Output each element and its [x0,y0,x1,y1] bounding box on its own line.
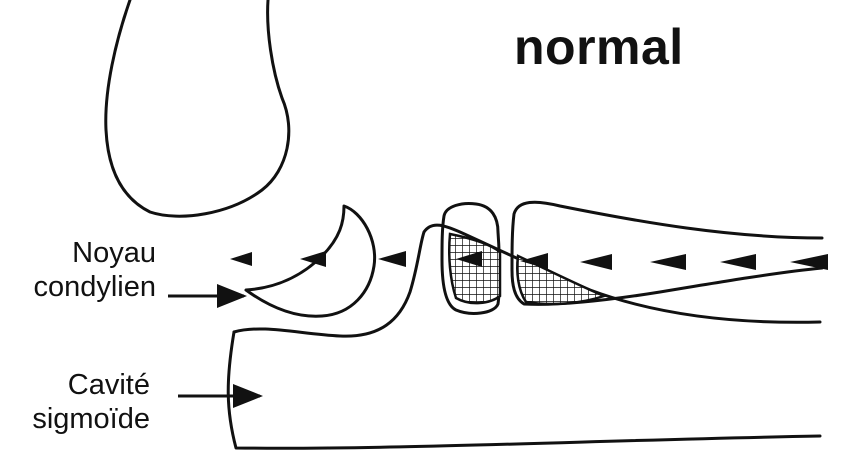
label-noyau-condylien: Noyau condylien [0,236,156,304]
label-cavite-line1: Cavité [0,368,150,402]
motion-arrowhead [378,251,406,267]
cartilage-hatch-left [449,234,500,303]
label-cavite-sigmoide: Cavité sigmoïde [0,368,150,436]
motion-arrowhead [720,254,756,270]
diagram-title: normal [514,18,684,76]
label-noyau-line2: condylien [0,270,156,304]
motion-arrowhead [230,252,252,266]
lower-bone-base [228,332,820,448]
label-cavite-line2: sigmoïde [0,402,150,436]
label-noyau-line1: Noyau [0,236,156,270]
motion-arrowhead [580,254,612,270]
upper-bone-outline [106,0,289,216]
motion-arrowhead [790,254,828,270]
motion-arrowhead [650,254,686,270]
